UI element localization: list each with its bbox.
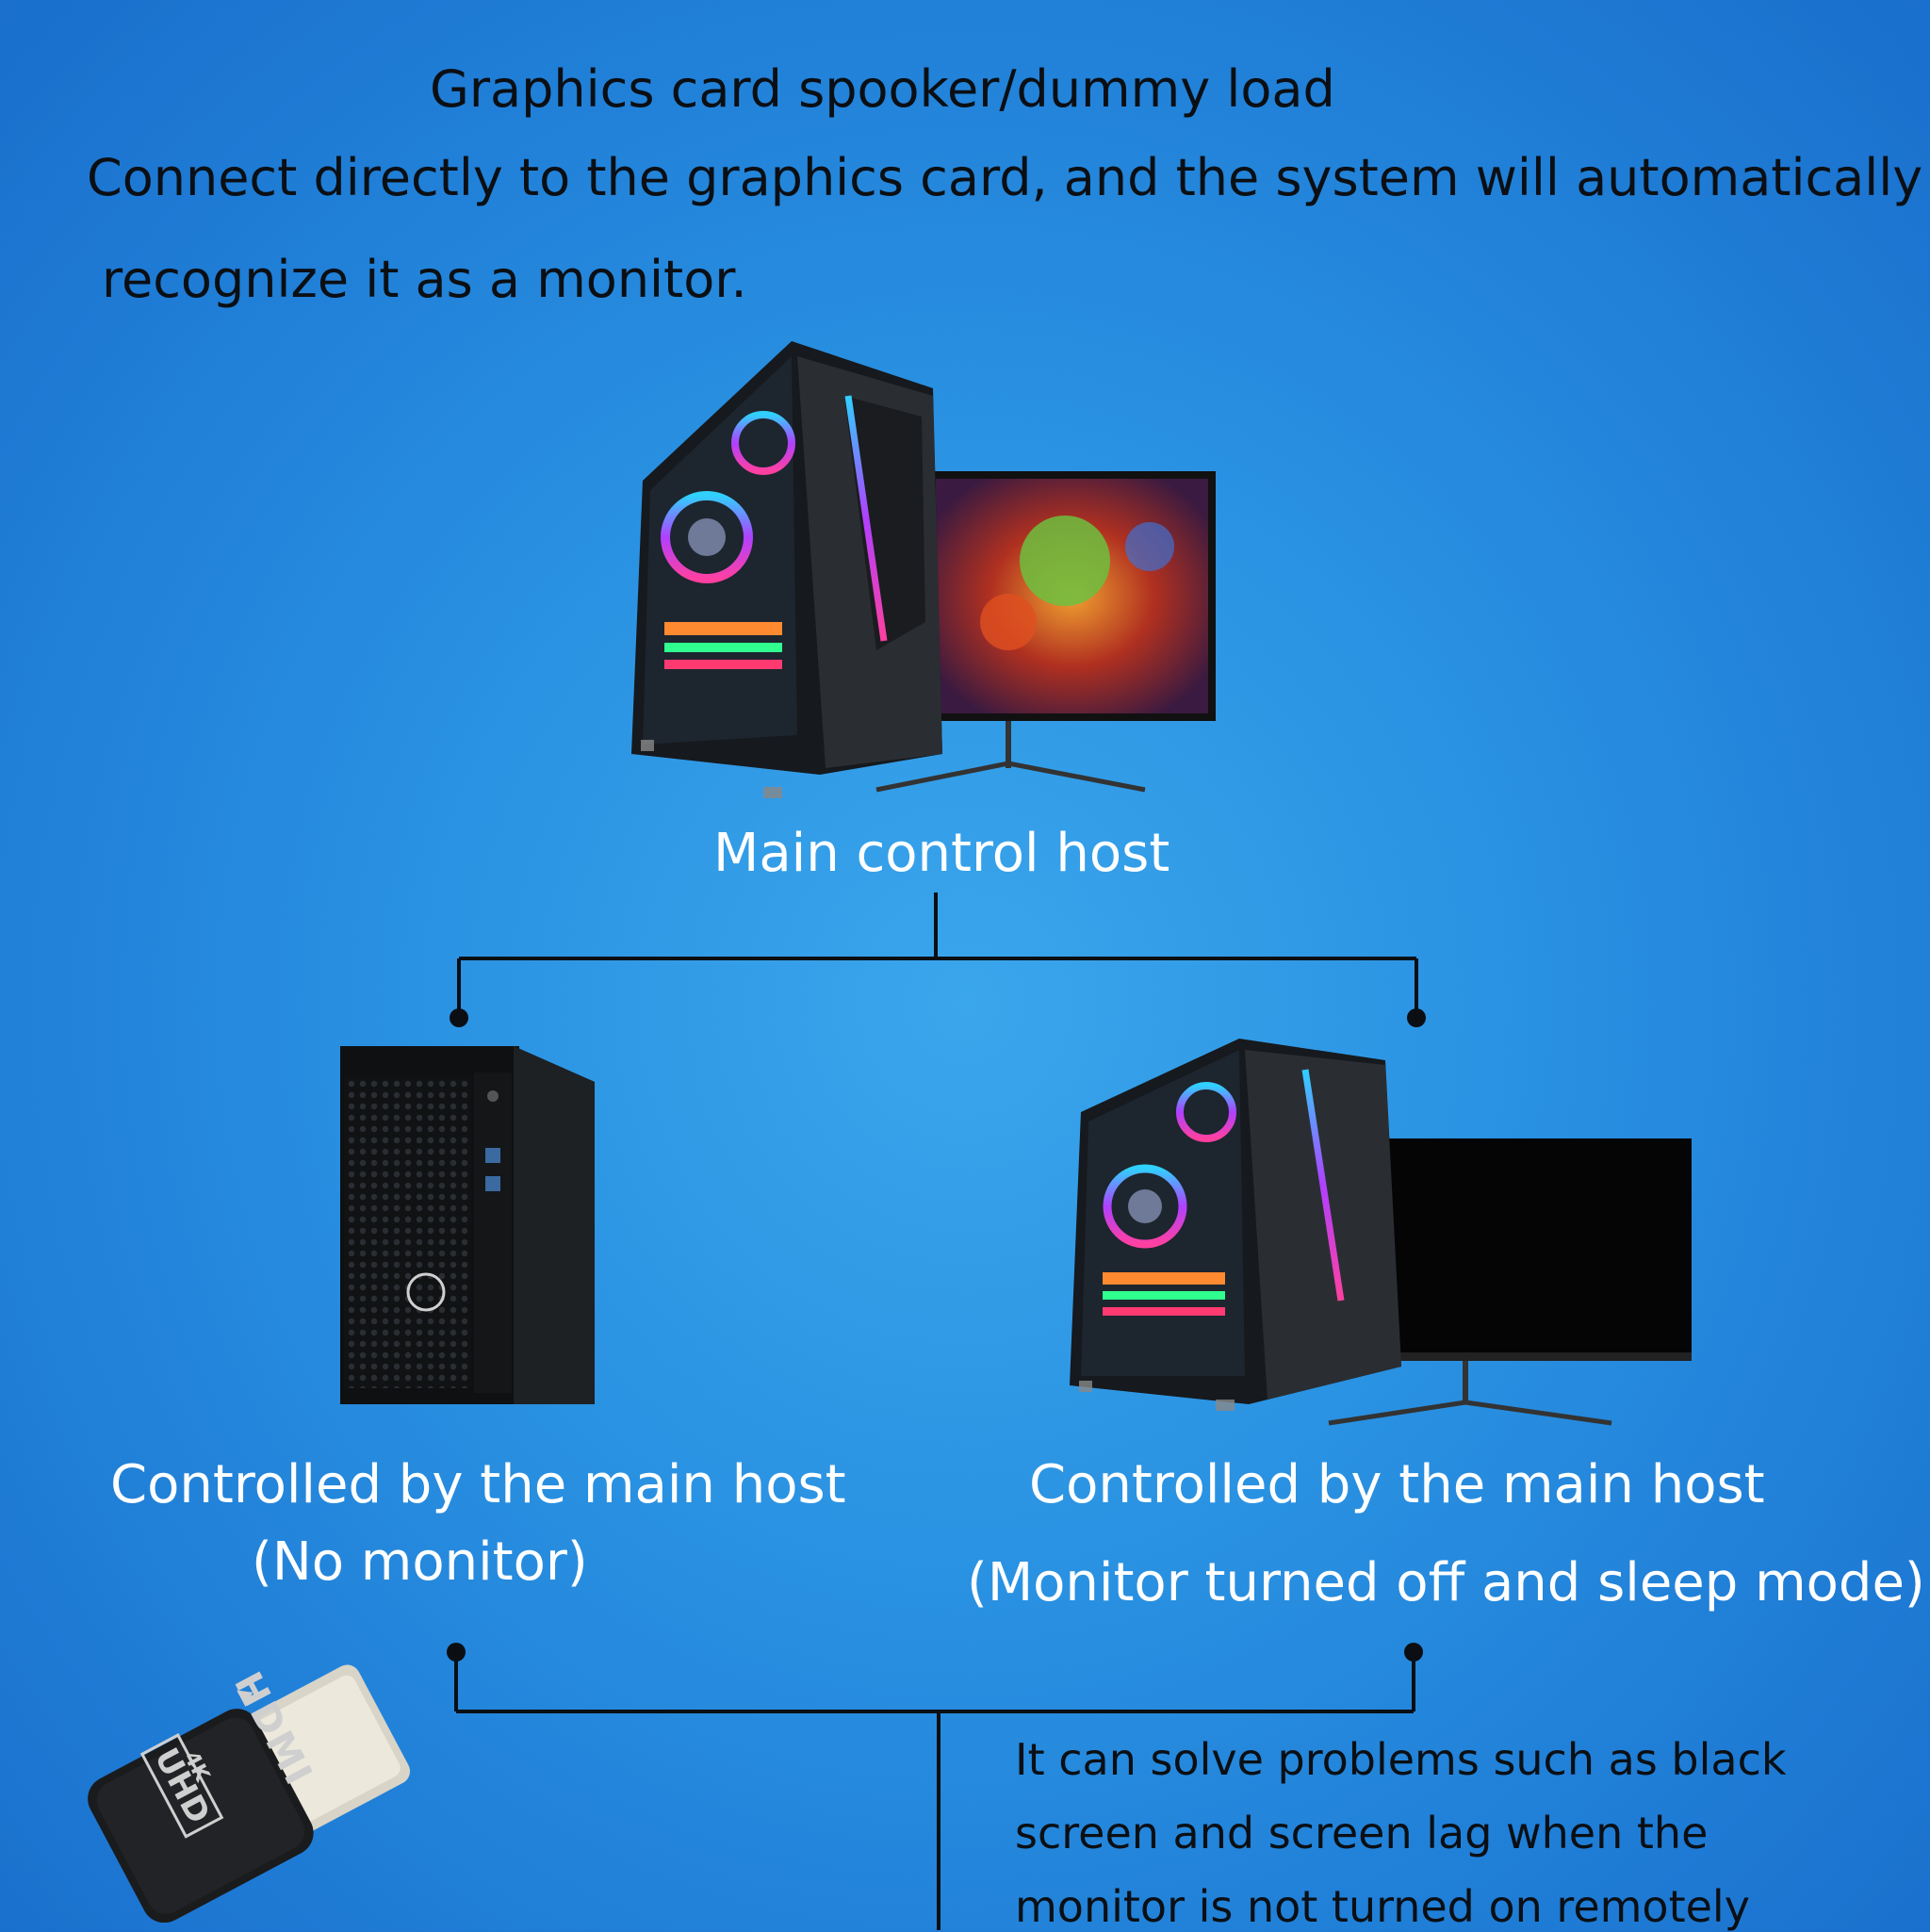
note-line-2: screen and screen lag when the <box>1015 1808 1709 1858</box>
note-line-1: It can solve problems such as black <box>1015 1734 1787 1785</box>
left-host-label-line-1: Controlled by the main host <box>110 1454 846 1515</box>
gaming-tower <box>1070 1039 1401 1411</box>
monitor <box>875 471 1216 793</box>
hdmi-dummy-plug: HDMI 4K UHD <box>75 1630 433 1923</box>
right-host-label-line-2: (Monitor turned off and sleep mode) <box>967 1552 1925 1613</box>
right-host-illustration <box>1070 1039 1692 1426</box>
diagram-title: Graphics card spooker/dummy load <box>430 59 1335 119</box>
description-line-2: recognize it as a monitor. <box>102 250 747 309</box>
left-host-label-line-2: (No monitor) <box>252 1531 588 1593</box>
main-host-illustration <box>631 341 1216 798</box>
description-line-1: Connect directly to the graphics card, a… <box>87 148 1923 207</box>
left-junction-dot <box>450 1008 468 1027</box>
bottom-left-junction-dot <box>447 1643 466 1662</box>
main-host-label: Main control host <box>713 823 1170 884</box>
dark-monitor <box>1328 1138 1692 1426</box>
gaming-tower <box>631 341 942 798</box>
monitor-screen-off <box>1385 1138 1692 1360</box>
brand-logo-icon <box>406 1272 446 1312</box>
right-host-label-line-1: Controlled by the main host <box>1029 1454 1765 1515</box>
office-tower <box>340 1046 595 1404</box>
left-host-illustration <box>340 1046 595 1404</box>
right-junction-dot <box>1407 1008 1426 1027</box>
note-line-3: monitor is not turned on remotely <box>1015 1881 1750 1932</box>
bottom-right-junction-dot <box>1404 1643 1423 1662</box>
